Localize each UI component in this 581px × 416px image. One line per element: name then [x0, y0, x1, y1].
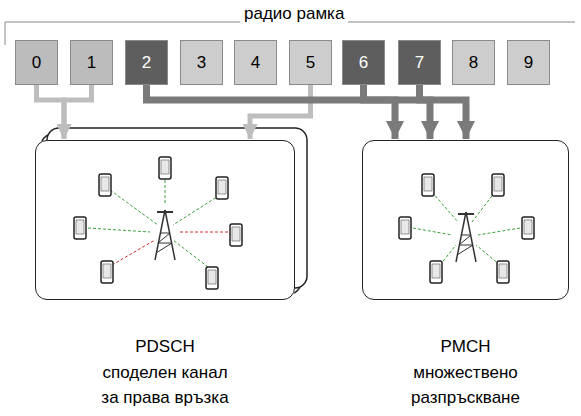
subframe-box: 7 — [398, 40, 441, 85]
frame-title: радио рамка — [240, 4, 348, 24]
cell-panel: PDSCHсподелен канал за права връзка — [35, 140, 295, 300]
channel-arrow — [64, 85, 92, 139]
subframe-number: 1 — [87, 53, 96, 73]
subframe-box: 3 — [180, 40, 223, 85]
subframe-box: 6 — [342, 40, 385, 85]
subframe-number: 8 — [469, 53, 478, 73]
subframe-box: 8 — [452, 40, 495, 85]
channel-arrow — [420, 85, 467, 139]
channel-name: PDSCH — [135, 335, 195, 360]
subframe-box: 2 — [125, 40, 168, 85]
channel-arrow — [37, 85, 65, 139]
subframe-box: 9 — [507, 40, 550, 85]
channel-arrow — [364, 85, 396, 139]
channel-description: множествено разпръскване — [396, 361, 536, 410]
channel-arrow — [250, 85, 311, 139]
subframe-number: 6 — [359, 53, 368, 73]
subframe-number: 9 — [524, 53, 533, 73]
subframe-number: 3 — [197, 53, 206, 73]
subframe-number: 0 — [32, 53, 41, 73]
channel-arrow — [147, 85, 431, 139]
subframe-box: 5 — [289, 40, 332, 85]
subframe-box: 1 — [70, 40, 113, 85]
channel-name: PMCH — [440, 335, 490, 360]
subframe-number: 5 — [306, 53, 315, 73]
subframe-number: 4 — [251, 53, 260, 73]
subframe-number: 7 — [415, 53, 424, 73]
cell-panel: PMCHмножествено разпръскване — [362, 140, 569, 300]
subframe-number: 2 — [142, 53, 151, 73]
subframe-box: 4 — [234, 40, 277, 85]
subframe-box: 0 — [15, 40, 58, 85]
channel-description: споделен канал за права връзка — [95, 361, 235, 410]
